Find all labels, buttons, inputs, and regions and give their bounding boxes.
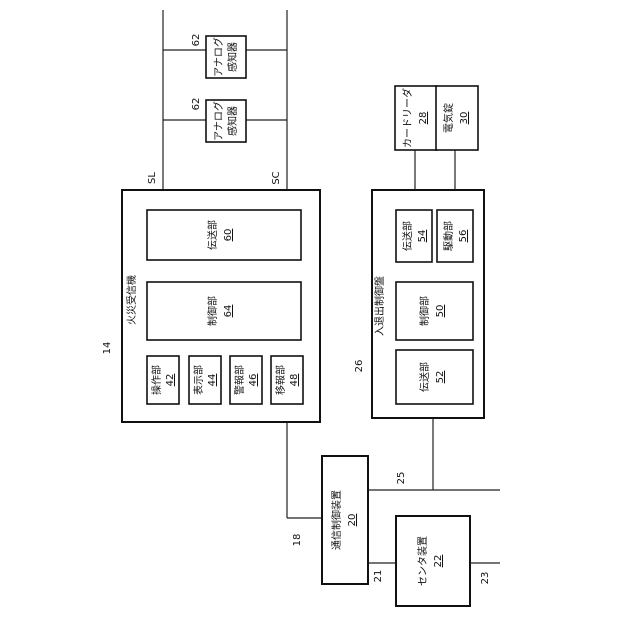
fire-transmission-unit: 伝送部 60 [147,210,301,260]
ac-control-label: 制御部 [418,296,431,326]
fire-receiver-ref: 14 [102,342,113,355]
center-device-num: 22 [433,555,444,568]
fire-transmission-label: 伝送部 [206,220,219,250]
sensor-2-ref: 62 [191,98,202,111]
fire-receiver: 火災受信機 14 伝送部 60 制御部 64 操作部 42 表示部 44 警報部… [102,190,320,422]
sensor-2-label-1: アナログ [212,101,225,141]
fire-control-label: 制御部 [206,296,219,326]
operation-num: 42 [165,374,176,387]
line-ref-23: 23 [480,572,491,585]
display-num: 44 [207,374,218,387]
comm-device-label: 通信制御装置 [330,490,343,550]
ac-drive-num: 56 [458,230,469,243]
center-device: センタ装置 22 21 [373,516,470,606]
display-label: 表示部 [192,365,205,395]
ac-control-num: 50 [435,305,446,318]
sensor-1-label-2: 感知器 [226,42,239,72]
sc-label: SC [271,171,282,184]
relocation-label: 移報部 [274,365,287,395]
ac-drive-label: 駆動部 [442,221,455,251]
sensor-1-label-1: アナログ [212,37,225,77]
sensor-2-label-2: 感知器 [226,106,239,136]
card-reader-label: カードリーダ [401,88,414,148]
alarm-num: 46 [248,374,259,387]
card-reader-num: 28 [418,112,429,125]
ac-drive-unit: 駆動部 56 [437,210,473,262]
ac-transmission-52-num: 52 [435,371,446,384]
ac-transmission-unit-52: 伝送部 52 [396,350,473,404]
electric-lock: 電気錠 30 [436,86,478,150]
relocation-num: 48 [289,374,300,387]
electric-lock-num: 30 [459,112,470,125]
ac-transmission-54-label: 伝送部 [401,221,414,251]
access-control-title: 入退出制御盤 [373,276,386,336]
line-ref-25: 25 [396,472,407,485]
comm-device-num: 20 [347,514,358,527]
access-control-ref: 26 [354,360,365,373]
analog-sensor-1: アナログ 感知器 62 [191,34,246,78]
comm-device-ref: 18 [292,534,303,547]
alarm-unit: 警報部 46 [230,356,262,404]
operation-label: 操作部 [150,365,163,395]
alarm-label: 警報部 [233,365,246,395]
fire-control-unit: 制御部 64 [147,282,301,340]
comm-control-device: 通信制御装置 20 18 [292,456,368,584]
sensor-1-ref: 62 [191,34,202,47]
relocation-unit: 移報部 48 [271,356,303,404]
center-device-label: センタ装置 [416,536,429,586]
operation-unit: 操作部 42 [147,356,179,404]
ac-transmission-54-num: 54 [417,230,428,243]
fire-transmission-num: 60 [223,229,234,242]
ac-transmission-unit-54: 伝送部 54 [396,210,432,262]
access-control-panel: 入退出制御盤 26 伝送部 54 駆動部 56 制御部 50 伝送部 52 [354,190,484,418]
electric-lock-label: 電気錠 [442,103,455,133]
center-line-ref-21: 21 [373,570,384,583]
display-unit: 表示部 44 [189,356,221,404]
fire-control-num: 64 [223,305,234,318]
ac-control-unit: 制御部 50 [396,282,473,340]
sl-label: SL [147,172,158,184]
ac-transmission-52-label: 伝送部 [418,362,431,392]
card-reader: カードリーダ 28 [395,86,437,150]
fire-receiver-title: 火災受信機 [125,275,138,325]
